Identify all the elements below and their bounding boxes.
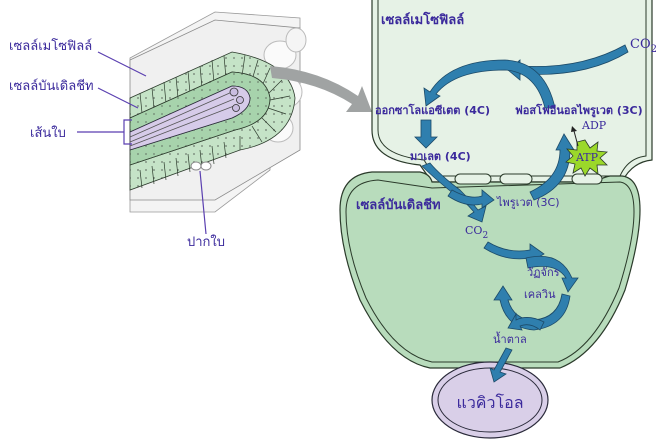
leaf-labels: เซลล์เมโซฟิลล์ เซลล์บันเดิลชีท เส้นใบ ปา… — [9, 38, 225, 250]
sugar-label: น้ำตาล — [493, 331, 527, 346]
pyruvate-label: ไพรูเวต (3C) — [496, 196, 560, 209]
oxaloacetate-to-malate-arrow — [414, 119, 438, 149]
label-mesophyll-cell: เซลล์เมโซฟิลล์ — [9, 38, 92, 54]
calvin-arc-1 — [525, 255, 579, 293]
carboxylation-arc-arrow — [423, 59, 556, 109]
zoom-pointer-arrow — [270, 66, 372, 112]
calvin-cycle-label-line2: เคลวิน — [524, 288, 556, 301]
malate-label: มาเลต (4C) — [410, 150, 471, 163]
molecule-labels: CO2 ออกซาโลแอซีเตต (4C) ฟอสโฟอีนอลไพรูเว… — [375, 37, 657, 346]
label-stomata: ปากใบ — [187, 234, 225, 250]
pathway-arrows — [414, 44, 629, 383]
leaf-cross-section — [129, 11, 307, 213]
decarboxylation-to-pyruvate-arrow — [447, 189, 495, 209]
label-bundle-sheath-cell: เซลล์บันเดิลชีท — [9, 78, 94, 94]
co2-entry-arrow — [507, 44, 629, 81]
vacuole-label: แวคิวโอล — [457, 393, 524, 412]
bundle-sheath-cell-title: เซลล์บันเดิลชีท — [356, 197, 441, 213]
stomata — [190, 161, 212, 171]
co2-input-label: CO2 — [630, 37, 657, 55]
oxaloacetate-label: ออกซาโลแอซีเตต (4C) — [375, 103, 490, 117]
plasmodesmata — [454, 173, 603, 185]
vacuole: แวคิวโอล — [431, 361, 549, 439]
sugar-to-vacuole-arrow — [489, 347, 513, 383]
atp-label: ATP — [575, 151, 599, 164]
calvin-cycle-label-line1: วัฏจักร — [527, 266, 560, 279]
co2-release-label: CO2 — [465, 224, 488, 241]
atp-star-icon — [565, 139, 608, 177]
label-vein: เส้นใบ — [30, 125, 66, 141]
mesophyll-cell-title: เซลล์เมโซฟิลล์ — [381, 11, 464, 28]
pep-label: ฟอสโฟอีนอลไพรูเวต (3C) — [515, 103, 643, 118]
adp-label: ADP — [581, 119, 607, 132]
mesophyll-cell: เซลล์เมโซฟิลล์ — [371, 0, 653, 183]
calvin-to-sugar-arrow — [507, 312, 545, 331]
vein-bundle — [129, 85, 251, 151]
atp-burst: ATP — [565, 126, 608, 177]
bundle-sheath-cell: เซลล์บันเดิลชีท — [339, 171, 641, 369]
